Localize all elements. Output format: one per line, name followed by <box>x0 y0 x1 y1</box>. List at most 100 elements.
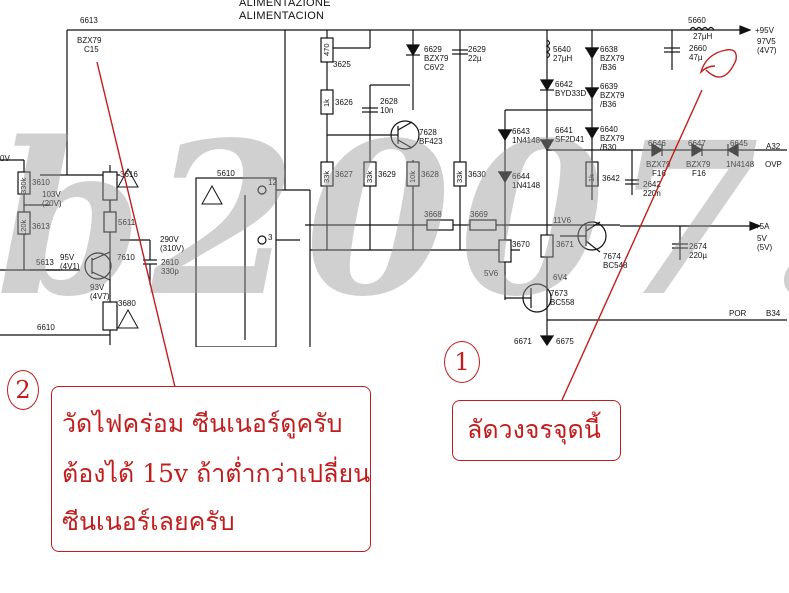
label-0v: 0V <box>0 154 10 163</box>
label-3668: 3668 <box>424 210 442 219</box>
label-7610-v: 95V <box>60 253 75 262</box>
label-7673: 7673 <box>550 289 568 298</box>
label-7610-v2: 93V <box>90 283 105 292</box>
label-3629: 3629 <box>378 170 396 179</box>
label-6629: 6629 <box>424 45 442 54</box>
label-3610-v: 103V <box>42 190 61 199</box>
label-2610-value: 330p <box>161 267 179 276</box>
label-b34: B34 <box>766 309 781 318</box>
label-3630-value: 33k <box>455 170 464 183</box>
label-6640: 6640 <box>600 125 618 134</box>
label-7610: 7610 <box>117 253 135 262</box>
note-zener-line-1: วัดไฟคร่อม ซีนเนอร์ดูครับ <box>62 409 343 438</box>
label-6646: 6646 <box>648 139 666 148</box>
label-11v6: 11V6 <box>553 216 572 225</box>
label-2660: 2660 <box>689 44 707 53</box>
label-6v4: 6V4 <box>553 273 568 282</box>
label-7610-v-b: (4V1) <box>60 262 80 271</box>
schematic-title-it: ALIMENTAZIONE <box>239 0 331 9</box>
label-5611: 5611 <box>118 218 136 227</box>
label-7610-v2-b: (4V7) <box>90 292 110 301</box>
label-pin12: 12 <box>268 178 277 187</box>
label-3610-value: 330k <box>19 177 28 194</box>
label-2642-value: 220n <box>643 189 661 198</box>
label-6629-type: BZX79 <box>424 54 449 63</box>
label-3610-v2: (20V) <box>42 199 62 208</box>
label-a32: A32 <box>766 142 781 151</box>
label-out-5a-c: (5V) <box>757 243 773 252</box>
label-3626: 3626 <box>335 98 353 107</box>
power-supply-schematic: ALIMENTAZIONE ALIMENTACION 6613 BZX79 C1… <box>0 0 789 347</box>
label-6645: 6645 <box>730 139 748 148</box>
label-5v6: 5V6 <box>484 269 499 278</box>
label-6613-type: BZX79 <box>77 36 102 45</box>
label-7673-type: BC558 <box>550 298 575 307</box>
label-out-95v-c: (4V7) <box>757 46 777 55</box>
label-3613-value: 120k <box>19 219 28 236</box>
label-6613: 6613 <box>80 16 98 25</box>
label-6638-type: BZX79 <box>600 54 625 63</box>
label-2674-value: 220µ <box>689 251 707 260</box>
label-3671: 3671 <box>556 240 574 249</box>
label-6638-v: /B36 <box>600 63 617 72</box>
label-3669: 3669 <box>470 210 488 219</box>
label-5640: 5640 <box>553 45 571 54</box>
label-6640-type: BZX79 <box>600 134 625 143</box>
label-6647-v: F16 <box>692 169 706 178</box>
label-out-95v-b: 97V5 <box>757 37 776 46</box>
label-3613: 3613 <box>32 222 50 231</box>
label-5613: 5613 <box>36 258 54 267</box>
label-3625: 3625 <box>333 60 351 69</box>
label-5640-value: 27µH <box>553 54 573 63</box>
label-2660-value: 47µ <box>689 53 703 62</box>
label-6642-type: BYD33D <box>555 89 587 98</box>
label-3628-value: 10k <box>408 170 417 183</box>
label-6675: 6675 <box>556 337 574 346</box>
label-2610-v: 290V <box>160 235 179 244</box>
label-6639-type: BZX79 <box>600 91 625 100</box>
label-6643-type: 1N4148 <box>512 136 541 145</box>
label-6645-type: 1N4148 <box>726 160 755 169</box>
annotation-circle-1: 1 <box>444 341 480 383</box>
label-3626-value: 1k <box>322 99 331 107</box>
note-zener-line-2: ต้องได้ 15v ถ้าต่ำกว่าเปลี่ยน <box>62 459 371 488</box>
label-6613-volt: C15 <box>84 45 99 54</box>
label-2628: 2628 <box>380 97 398 106</box>
label-6610: 6610 <box>37 323 55 332</box>
label-2628-value: 10n <box>380 106 394 115</box>
label-3628: 3628 <box>421 170 439 179</box>
label-3629-value: 33k <box>365 170 374 183</box>
label-6671: 6671 <box>514 337 532 346</box>
label-ovp: OVP <box>765 160 782 169</box>
label-3627-value: 33k <box>322 170 331 183</box>
label-6643: 6643 <box>512 127 530 136</box>
label-6638: 6638 <box>600 45 618 54</box>
schematic-title-es: ALIMENTACION <box>239 10 325 22</box>
label-2629: 2629 <box>468 45 486 54</box>
label-7628-type: BF423 <box>419 137 443 146</box>
label-3642-value: 1k <box>587 174 596 182</box>
label-6644: 6644 <box>512 172 530 181</box>
label-3670: 3670 <box>512 240 530 249</box>
label-6641: 6641 <box>555 126 573 135</box>
label-2642: 2642 <box>643 180 661 189</box>
label-2610: 2610 <box>161 258 179 267</box>
note-zener-line-3: ซีนเนอร์เลยครับ <box>62 507 235 536</box>
label-pin3: 3 <box>268 233 273 242</box>
label-6639-v: /B36 <box>600 100 617 109</box>
label-3616: 3616 <box>120 170 138 179</box>
label-out-95v: +95V <box>755 26 774 35</box>
label-2674: 2674 <box>689 242 707 251</box>
label-2610-v2: (310V) <box>160 244 185 253</box>
label-6646-type: BZX79 <box>646 160 671 169</box>
label-3610: 3610 <box>32 178 50 187</box>
label-3630: 3630 <box>468 170 486 179</box>
annotation-circle-2: 2 <box>7 370 39 410</box>
label-6644-type: 1N4148 <box>512 181 541 190</box>
label-6642: 6642 <box>555 80 573 89</box>
label-por: POR <box>729 309 747 318</box>
label-6640-v: /B30 <box>600 143 617 152</box>
label-2629-value: 22µ <box>468 54 482 63</box>
label-3625-value: 470 <box>322 43 331 56</box>
label-3680: 3680 <box>118 299 136 308</box>
